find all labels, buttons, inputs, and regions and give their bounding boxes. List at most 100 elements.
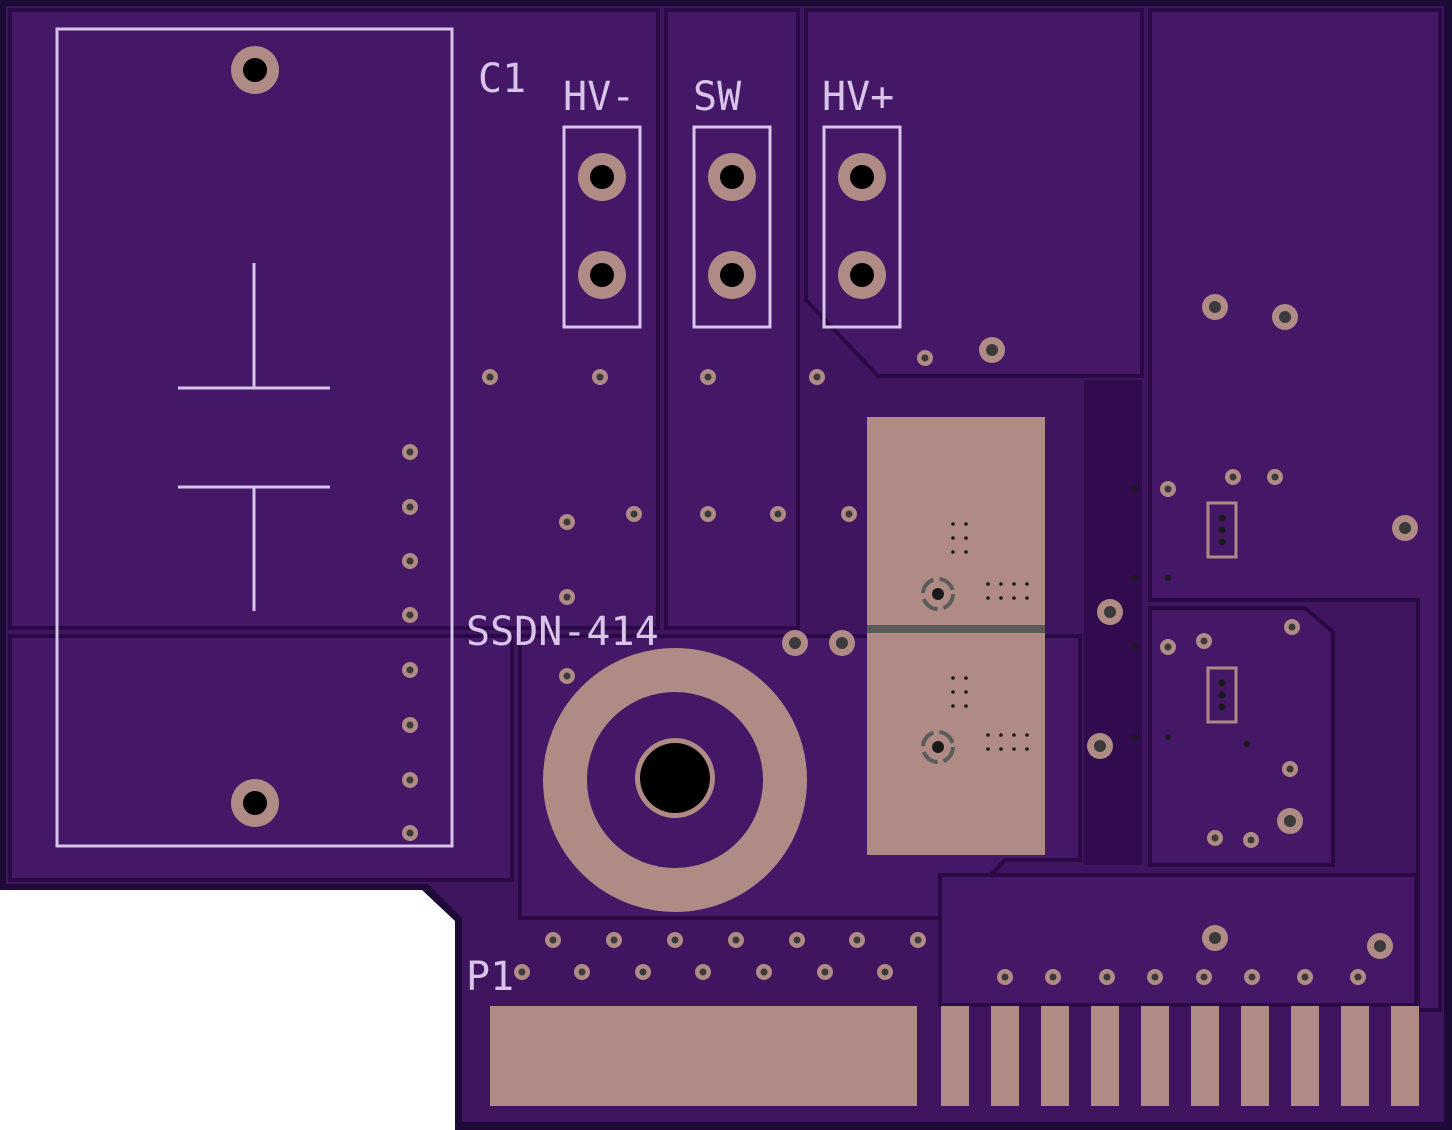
edge-finger <box>1141 1006 1169 1106</box>
edge-finger <box>991 1006 1019 1106</box>
micro-via <box>1165 575 1171 581</box>
via-drill <box>1354 973 1362 981</box>
via-drill <box>1399 522 1411 534</box>
via-drill <box>1094 740 1106 752</box>
via-drill <box>699 968 707 976</box>
via-drill <box>986 344 998 356</box>
edge-finger <box>1241 1006 1269 1106</box>
via-drill <box>486 373 494 381</box>
pad-drill <box>850 263 874 287</box>
edge-connector-fingers <box>941 1006 1419 1106</box>
via-drill <box>518 968 526 976</box>
micro-via <box>999 596 1003 600</box>
ic-footprint <box>1206 501 1238 559</box>
via-drill <box>406 721 414 729</box>
edge-finger <box>1341 1006 1369 1106</box>
via-drill <box>845 510 853 518</box>
micro-via <box>951 536 955 540</box>
via-drill <box>1229 473 1237 481</box>
edge-finger <box>1041 1006 1069 1106</box>
via-drill <box>1049 973 1057 981</box>
label-c1: C1 <box>478 56 526 102</box>
pad-drill <box>720 165 744 189</box>
via-drill <box>406 829 414 837</box>
through-hole-pads <box>231 46 886 827</box>
via-drill <box>1151 973 1159 981</box>
header-outlines <box>562 125 902 329</box>
smd-pad-large <box>867 417 1045 855</box>
thermal-via-drill <box>932 741 944 753</box>
via-drill <box>1001 973 1009 981</box>
via-drill <box>1164 643 1172 651</box>
edge-finger <box>941 1006 969 1106</box>
via-drill <box>1284 815 1296 827</box>
smd-pad-gap <box>867 625 1045 633</box>
via-drill <box>704 510 712 518</box>
via-drill <box>1103 973 1111 981</box>
pad-drill <box>590 263 614 287</box>
via-drill <box>914 936 922 944</box>
micro-via <box>1025 733 1029 737</box>
via-drill <box>406 776 414 784</box>
micro-via <box>1012 582 1016 586</box>
via-drill <box>610 936 618 944</box>
pour-top-mid <box>664 8 800 630</box>
ic-pin <box>1218 514 1226 522</box>
via-drill <box>921 354 929 362</box>
via-drill <box>1209 301 1221 313</box>
label-hv-plus: HV+ <box>822 74 894 120</box>
via-drill <box>774 510 782 518</box>
via-drill <box>563 518 571 526</box>
via-drill <box>704 373 712 381</box>
via-drill <box>630 510 638 518</box>
via-drill <box>1288 623 1296 631</box>
pour-bottom <box>938 873 1418 1007</box>
edge-finger <box>1091 1006 1119 1106</box>
ic-pin <box>1218 538 1226 546</box>
via-drill <box>406 611 414 619</box>
via-drill <box>881 968 889 976</box>
ic-pin <box>1218 691 1226 699</box>
via-drill <box>1247 836 1255 844</box>
label-part-number: SSDN-414 <box>466 609 659 655</box>
label-sw: SW <box>693 74 742 120</box>
capacitor-c1 <box>55 27 454 848</box>
via-drill <box>563 672 571 680</box>
header-hv-plus-outline <box>822 125 902 329</box>
via-drill <box>639 968 647 976</box>
via-drill <box>1301 973 1309 981</box>
micro-via <box>1012 733 1016 737</box>
micro-via <box>964 550 968 554</box>
via-drill <box>563 593 571 601</box>
edge-finger <box>1191 1006 1219 1106</box>
thermal-via-drill <box>932 588 944 600</box>
thermal-via <box>921 577 955 611</box>
micro-via <box>1025 582 1029 586</box>
micro-via <box>951 690 955 694</box>
micro-via <box>964 704 968 708</box>
pour-top-left <box>8 8 660 630</box>
micro-via <box>999 733 1003 737</box>
micro-via <box>1012 747 1016 751</box>
micro-via <box>951 704 955 708</box>
pad-drill <box>243 791 267 815</box>
label-p1: P1 <box>466 954 514 1000</box>
micro-via <box>1132 643 1138 649</box>
micro-via <box>964 690 968 694</box>
micro-via <box>964 536 968 540</box>
mounting-ring <box>543 648 807 912</box>
via-drill <box>789 637 801 649</box>
via-drill <box>1164 485 1172 493</box>
via-drill <box>821 968 829 976</box>
pad-drill <box>850 165 874 189</box>
via-drill <box>732 936 740 944</box>
edge-pad-wide <box>490 1006 917 1106</box>
micro-via <box>964 676 968 680</box>
via-drill <box>1200 973 1208 981</box>
via-drill <box>1209 932 1221 944</box>
via-drill <box>760 968 768 976</box>
via-drill <box>1286 765 1294 773</box>
capacitor-outline <box>55 27 454 848</box>
micro-via <box>951 676 955 680</box>
